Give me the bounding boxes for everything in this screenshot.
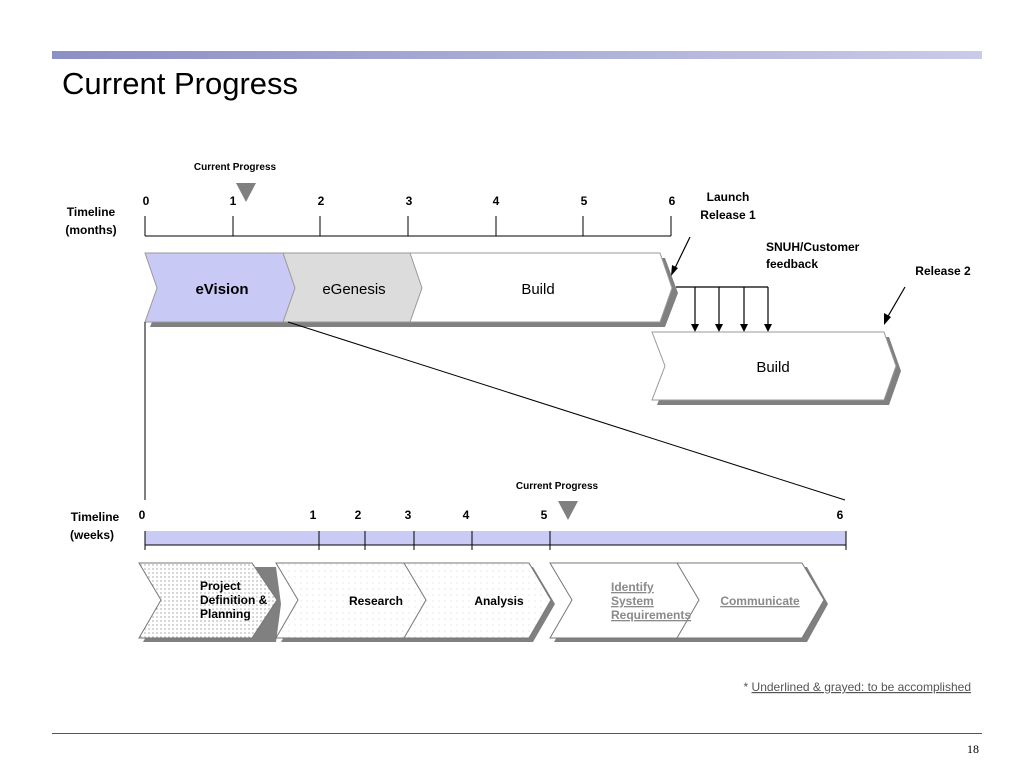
month-phase-build-label: Build <box>521 281 554 298</box>
bottom-rule <box>52 733 982 734</box>
release2-build-label: Build <box>756 359 789 376</box>
month-tick-3: 3 <box>406 194 413 208</box>
project-label-line3: Planning <box>200 607 251 621</box>
month-phase-evision-label: eVision <box>195 281 248 298</box>
release2-build-phase <box>651 331 897 401</box>
week-phase-communicate <box>676 562 825 639</box>
footnote: * Underlined & grayed: to be accomplishe… <box>744 680 971 694</box>
month-tick-2: 2 <box>318 194 325 208</box>
month-tick-1: 1 <box>230 194 237 208</box>
project-label-line1: Project <box>200 579 241 593</box>
launch-label-line2: Release 1 <box>700 208 756 222</box>
month-phase-evision <box>144 252 296 323</box>
months-ticks: 0 1 2 3 4 5 6 <box>143 194 676 208</box>
months-current-progress-marker <box>236 183 256 202</box>
weeks-ticks: 0 1 2 3 4 5 6 <box>139 508 844 522</box>
top-rule <box>52 51 982 59</box>
week-tick-4: 4 <box>463 508 470 522</box>
month-tick-6: 6 <box>669 194 676 208</box>
communicate-label: Communicate <box>720 594 800 608</box>
week-phase-analysis <box>403 562 552 639</box>
page-title: Current Progress <box>62 66 299 101</box>
launch-arrow-line <box>673 236 691 271</box>
month-tick-0: 0 <box>143 194 150 208</box>
research-label: Research <box>349 594 403 608</box>
page-number: 18 <box>967 742 979 756</box>
month-tick-4: 4 <box>493 194 500 208</box>
feedback-label-line1: SNUH/Customer <box>766 240 860 254</box>
project-label-line2: Definition & <box>200 593 268 607</box>
weeks-ruler <box>144 531 847 550</box>
feedback-arrow-heads <box>691 324 772 332</box>
footnote-text: Underlined & grayed: to be accomplished <box>752 680 971 694</box>
months-ruler <box>144 216 672 237</box>
week-tick-2: 2 <box>355 508 362 522</box>
months-label-line1: Timeline <box>67 205 116 219</box>
week-tick-0: 0 <box>139 508 146 522</box>
feedback-label-line2: feedback <box>766 257 818 271</box>
month-phase-egenesis-label: eGenesis <box>322 281 385 298</box>
week-tick-5: 5 <box>541 508 548 522</box>
weeks-current-progress-marker <box>558 501 578 520</box>
months-label-line2: (months) <box>65 223 116 237</box>
week-tick-6: 6 <box>837 508 844 522</box>
week-tick-1: 1 <box>310 508 317 522</box>
week-tick-3: 3 <box>405 508 412 522</box>
weeks-label-line2: (weeks) <box>70 528 114 542</box>
identify-label-line3: Requirements <box>611 608 691 622</box>
release2-label: Release 2 <box>915 264 971 278</box>
launch-arrow-head <box>671 265 678 276</box>
identify-label-line1: Identify <box>611 580 654 594</box>
weeks-label-line1: Timeline <box>71 510 120 524</box>
feedback-arrows <box>676 286 769 325</box>
analysis-label: Analysis <box>474 594 524 608</box>
release2-arrow-line <box>886 286 906 319</box>
weeks-bar <box>145 531 846 545</box>
release2-arrow-head <box>884 313 891 325</box>
month-tick-5: 5 <box>581 194 588 208</box>
months-current-progress-label: Current Progress <box>194 162 277 173</box>
launch-label-line1: Launch <box>707 190 750 204</box>
week-phase-project-definition <box>138 562 278 639</box>
weeks-current-progress-label: Current Progress <box>516 481 599 492</box>
identify-label-line2: System <box>611 594 654 608</box>
zoom-line-right <box>287 321 846 501</box>
footnote-star: * <box>744 680 752 694</box>
